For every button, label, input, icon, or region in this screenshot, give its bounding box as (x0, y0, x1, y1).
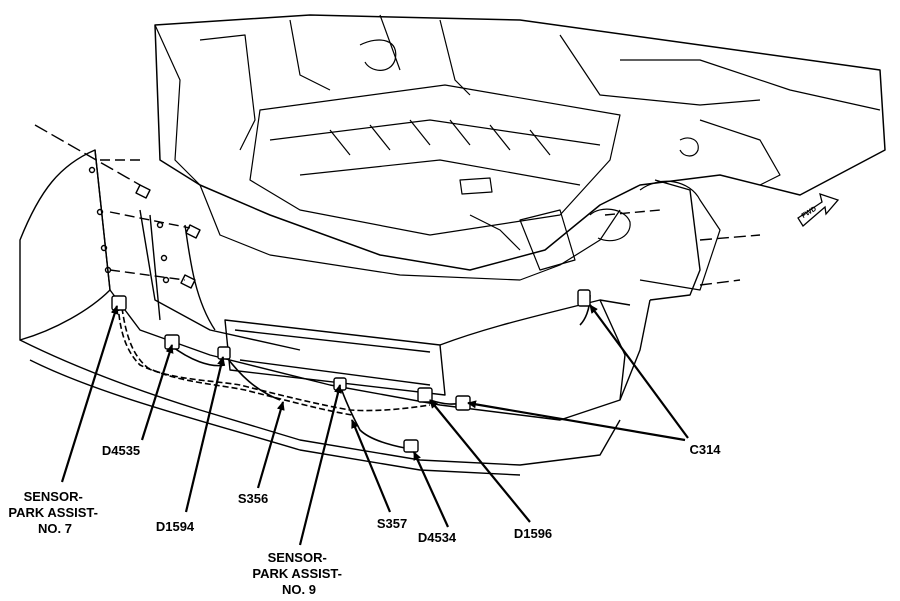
label-d1594: D1594 (156, 519, 195, 534)
leader-s356 (256, 401, 285, 489)
leader-d4534 (412, 451, 450, 528)
connector-d4534 (403, 439, 419, 453)
connector-c314-b (577, 289, 591, 307)
connector-sensor-7 (111, 295, 127, 311)
connector-c314-a (455, 395, 471, 411)
connector-d1594 (217, 346, 231, 360)
label-s357: S357 (377, 516, 407, 531)
label-c314: C314 (689, 442, 721, 457)
leader-sensor-7 (60, 305, 119, 483)
leader-c314-a (467, 400, 686, 442)
label-s356: S356 (238, 491, 268, 506)
connectors (111, 289, 591, 453)
label-d4534: D4534 (418, 530, 457, 545)
leader-sensor-9 (298, 384, 342, 546)
leader-d4535 (140, 344, 174, 441)
leader-c314-b (589, 304, 689, 439)
leader-s357 (350, 419, 392, 513)
label-sensor-7: SENSOR- PARK ASSIST- NO. 7 (8, 489, 101, 536)
callout-labels: SENSOR- PARK ASSIST- NO. 7 D4535 D1594 S… (8, 442, 721, 597)
vehicle-frame (154, 14, 886, 291)
label-d4535: D4535 (102, 443, 140, 458)
label-d1596: D1596 (514, 526, 552, 541)
label-sensor-9: SENSOR- PARK ASSIST- NO. 9 (252, 550, 345, 597)
connector-d1596 (417, 387, 433, 403)
leader-lines (60, 304, 689, 546)
bumper-fascia (19, 124, 761, 476)
fwd-arrow-icon: FWD (797, 193, 840, 227)
leader-d1596 (429, 399, 531, 523)
leader-d1594 (184, 356, 226, 513)
